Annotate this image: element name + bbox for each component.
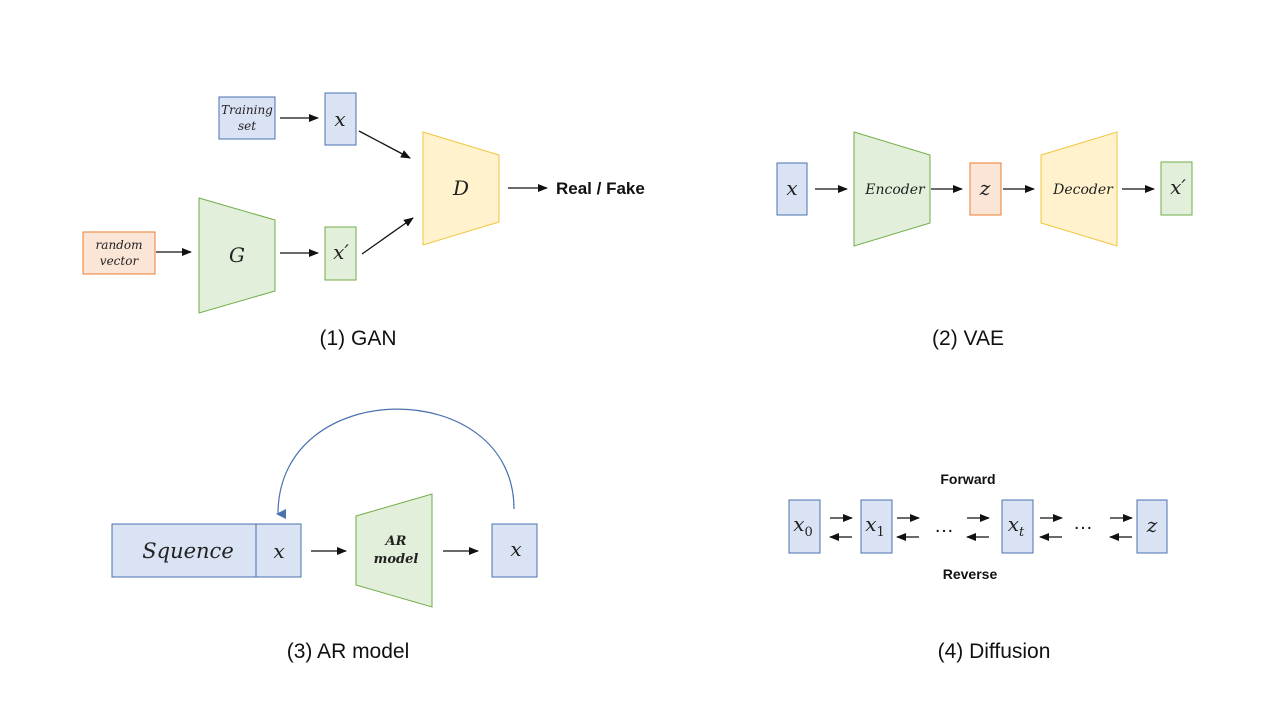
ar-output-box — [491, 523, 538, 578]
discriminator-shape — [422, 131, 500, 246]
ar-input-box — [255, 523, 302, 578]
gan-panel: Training set x random vector G x′ D Real… — [82, 92, 645, 350]
vae-output-label: x′ — [1170, 175, 1186, 199]
encoder-label: Encoder — [864, 182, 926, 198]
forward-label: Forward — [940, 471, 995, 487]
xt-box — [1001, 499, 1034, 554]
feedback-arc — [276, 408, 515, 520]
ar-model-shape — [355, 493, 433, 608]
decoder-label: Decoder — [1052, 182, 1114, 198]
ar-input-label: x — [273, 539, 284, 563]
xt-var: x — [1008, 512, 1019, 536]
xt-sub: t — [1019, 525, 1025, 540]
x1-sub: 1 — [877, 525, 885, 540]
gan-caption: (1) GAN — [319, 327, 396, 350]
vae-input-label: x — [786, 176, 797, 200]
z-box — [1136, 499, 1168, 554]
x-real-box — [324, 92, 357, 146]
z-label: z — [1146, 513, 1158, 537]
x0-var: x — [793, 512, 804, 536]
x0-box — [788, 499, 821, 554]
reverse-label: Reverse — [943, 566, 998, 582]
vae-panel: x Encoder z Decoder x′ (2) VAE — [776, 131, 1193, 350]
ellipsis-2: … — [1073, 512, 1093, 534]
sequence-label: Squence — [142, 539, 234, 563]
latent-box — [969, 162, 1002, 216]
ar-model-label-2: model — [374, 552, 419, 567]
x0-sub: 0 — [805, 525, 813, 540]
ar-model-label-1: AR — [384, 534, 407, 549]
x0-label: x0 — [793, 512, 813, 540]
vae-caption: (2) VAE — [932, 327, 1004, 350]
x-real-label: x — [334, 107, 345, 131]
ar-caption: (3) AR model — [287, 640, 410, 663]
generator-shape — [198, 197, 276, 314]
x1-label: x1 — [865, 512, 885, 540]
arrow-x-to-d — [358, 130, 411, 159]
diffusion-panel: Forward Reverse x0 x1 … xt … z (4) Diffu… — [788, 471, 1168, 663]
vae-input-box — [776, 162, 808, 216]
diffusion-caption: (4) Diffusion — [938, 640, 1051, 663]
ar-output-label: x — [510, 537, 521, 561]
xt-label: xt — [1008, 512, 1025, 540]
ar-panel: Squence x AR model x (3) AR model — [111, 408, 538, 663]
x-fake-label: x′ — [333, 240, 349, 264]
real-fake-label: Real / Fake — [556, 179, 645, 198]
x-fake-box — [324, 226, 357, 281]
vae-output-box — [1160, 161, 1193, 216]
training-set-label-2: set — [238, 119, 256, 133]
latent-label: z — [979, 176, 991, 200]
arrow-xprime-to-d — [361, 217, 414, 255]
training-set-label-1: Training — [221, 103, 273, 117]
sequence-box — [111, 523, 257, 578]
encoder-shape — [853, 131, 931, 247]
random-vector-label-2: vector — [100, 254, 140, 268]
random-vector-box — [82, 231, 156, 275]
training-set-box — [218, 96, 276, 140]
generator-label: G — [229, 243, 245, 267]
x1-box — [860, 499, 893, 554]
random-vector-label-1: random — [96, 238, 143, 252]
ellipsis-1: … — [934, 515, 954, 537]
decoder-shape — [1040, 131, 1118, 247]
discriminator-label: D — [452, 176, 469, 200]
x1-var: x — [865, 512, 876, 536]
